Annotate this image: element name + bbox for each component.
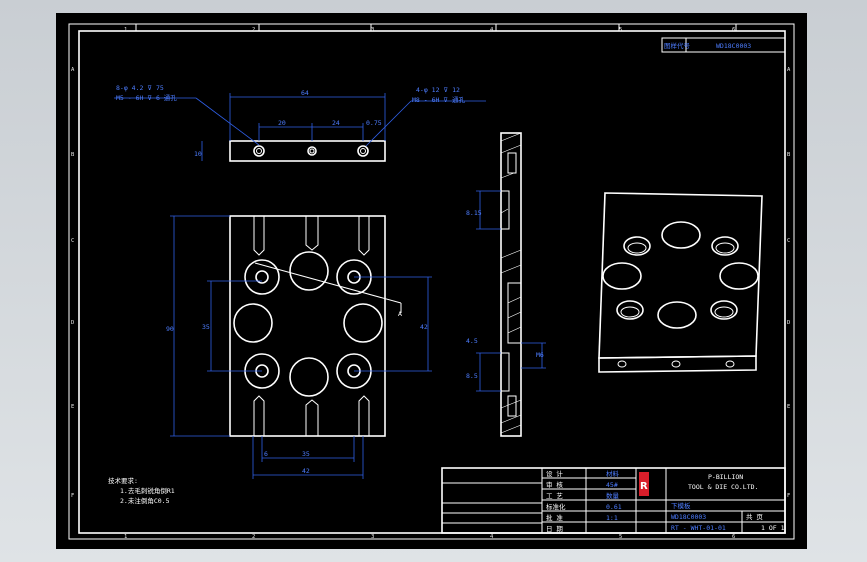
- front-view-outline: [229, 215, 386, 437]
- drawing-number-value: WD18C0003: [716, 42, 751, 50]
- drawing-sheet[interactable]: 1 2 3 4 5 6 1 2 3 4 5 6 A B C D E F: [56, 13, 807, 549]
- left-ruler-a: A: [71, 67, 75, 73]
- tb-design-label: 设 计: [546, 469, 563, 478]
- tb-page-label: 共 页: [746, 512, 763, 521]
- top-ruler: 1 2 3 4 5 6: [124, 24, 737, 33]
- side-dim-2: 4.5: [466, 337, 478, 345]
- right-ruler-f: F: [787, 493, 790, 499]
- isometric-view[interactable]: [598, 192, 763, 373]
- bottom-ruler-6: 6: [732, 534, 735, 540]
- top-view-hole-2: [307, 146, 317, 156]
- tb-process-label: 工 艺: [546, 492, 563, 500]
- technical-notes: 技术要求: 1.去毛刺锐角倒R1 2.未注倒角C0.5: [108, 476, 175, 505]
- bottom-ruler: 1 2 3 4 5 6: [124, 534, 735, 540]
- left-ruler-e: E: [71, 404, 74, 410]
- top-view-hole-1: [253, 145, 265, 157]
- top-ruler-6: 6: [732, 27, 735, 33]
- front-dim-bottom-1: 35: [302, 450, 310, 458]
- front-dim-right-height: 42: [420, 323, 428, 331]
- bottom-ruler-5: 5: [619, 534, 622, 540]
- drawing-svg: 1 2 3 4 5 6 1 2 3 4 5 6 A B C D E F: [68, 23, 795, 540]
- right-ruler-c: C: [787, 238, 790, 244]
- front-hole-ml: [233, 303, 273, 343]
- title-block[interactable]: 设 计 审 核 工 艺 标准化 批 准 日 期 材料 45# 数量 0.61 1…: [441, 467, 786, 534]
- tb-check-label: 审 核: [546, 480, 563, 489]
- side-dim-1: 8.15: [466, 209, 482, 217]
- right-ruler: A B C D E F: [787, 67, 791, 499]
- tb-sheet-info: 1 OF 1: [761, 524, 785, 532]
- top-dim-pitch-1: 20: [278, 119, 286, 127]
- bottom-ruler-3: 3: [371, 534, 374, 540]
- top-callout-right-1: 4-φ 12 ⊽ 12: [416, 86, 460, 94]
- front-hole-tc: [289, 251, 329, 291]
- right-ruler-a: A: [787, 67, 791, 73]
- right-ruler-e: E: [787, 404, 790, 410]
- top-ruler-3: 3: [371, 27, 374, 33]
- tb-part-code-2: RT - WHT-01-01: [671, 524, 726, 532]
- tb-material-label: 材料: [606, 469, 620, 478]
- sheet-inner-border: [78, 30, 786, 534]
- notes-line-2: 2.未注倒角C0.5: [120, 496, 170, 505]
- front-hole-mr: [343, 303, 383, 343]
- front-dim-bottom-2: 42: [302, 467, 310, 475]
- company-line-2: TOOL & DIE CO.LTD.: [688, 483, 758, 491]
- top-dim-pitch-2: 24: [332, 119, 340, 127]
- tb-scale: 1:1: [606, 514, 618, 522]
- tb-weight: 0.61: [606, 503, 622, 511]
- drawing-number-label: 图样代号: [664, 41, 691, 50]
- iso-top-face: [598, 192, 763, 359]
- tb-approve-label: 批 准: [546, 513, 563, 522]
- top-dim-overall: 64: [301, 89, 309, 97]
- top-ruler-2: 2: [252, 27, 255, 33]
- left-ruler-d: D: [71, 320, 74, 326]
- tb-part-code: WD18C0003: [671, 513, 706, 521]
- notes-title: 技术要求:: [108, 476, 138, 485]
- top-view-hole-3: [357, 145, 369, 157]
- front-hole-bc: [289, 357, 329, 397]
- tb-std-label: 标准化: [546, 502, 566, 511]
- front-dim-left-bottom: 6: [264, 450, 268, 458]
- drawing-number-box: 图样代号 WD18C0003: [661, 37, 786, 53]
- left-ruler-c: C: [71, 238, 74, 244]
- right-ruler-b: B: [787, 152, 791, 158]
- side-dim-3: 8.5: [466, 372, 478, 380]
- front-dim-height: 90: [166, 325, 174, 333]
- side-section-view[interactable]: 8.15 4.5 8.5 M6: [466, 132, 546, 437]
- top-view-outline: [229, 140, 386, 162]
- tb-date-label: 日 期: [546, 525, 563, 533]
- top-callout-left-2: M5 - 6H ⊽ 6 通孔: [116, 93, 177, 102]
- front-dim-inner-height: 35: [202, 323, 210, 331]
- tb-part-name: 下模板: [671, 501, 691, 510]
- section-label-a: A: [398, 310, 402, 318]
- top-ruler-1: 1: [124, 27, 127, 33]
- top-callout-left-1: 8-φ 4.2 ⊽ 75: [116, 84, 164, 92]
- top-ruler-5: 5: [619, 27, 622, 33]
- top-view[interactable]: 64 20 24 0.75 10 8-φ 4.2 ⊽ 75 M5 - 6H ⊽ …: [114, 84, 486, 162]
- bottom-ruler-1: 1: [124, 534, 127, 540]
- bottom-ruler-4: 4: [490, 534, 494, 540]
- top-dim-height: 10: [194, 150, 202, 158]
- side-dim-4: M6: [536, 351, 544, 359]
- right-ruler-d: D: [787, 320, 790, 326]
- company-logo: [639, 472, 649, 496]
- top-ruler-4: 4: [490, 27, 494, 33]
- bottom-ruler-2: 2: [252, 534, 255, 540]
- tb-material: 45#: [606, 481, 618, 489]
- iso-side-face: [598, 355, 757, 373]
- front-hole-tl: [244, 259, 280, 295]
- svg-text:R: R: [640, 481, 648, 492]
- top-callout-right-2: M8 - 6H ⊽ 通孔: [412, 95, 465, 104]
- tb-qty-label: 数量: [606, 491, 620, 500]
- sheet-outer-border: [68, 23, 795, 540]
- company-line-1: P-BILLION: [708, 473, 743, 481]
- left-ruler: A B C D E F: [71, 67, 75, 499]
- front-view[interactable]: A 90 35 42 35 42: [166, 215, 432, 479]
- top-dim-end: 0.75: [366, 119, 382, 127]
- left-ruler-f: F: [71, 493, 74, 499]
- notes-line-1: 1.去毛刺锐角倒R1: [120, 486, 175, 495]
- left-ruler-b: B: [71, 152, 75, 158]
